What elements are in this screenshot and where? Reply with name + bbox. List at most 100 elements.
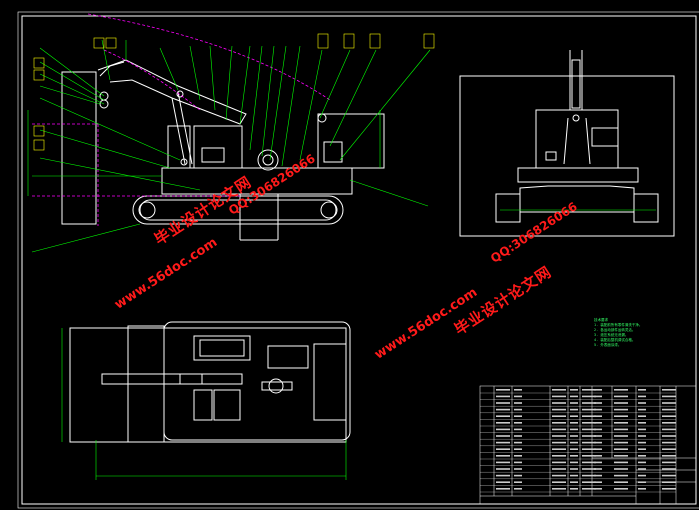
table-cell-text: [638, 468, 646, 470]
table-cell-text: [662, 389, 676, 391]
table-cell-text: [614, 455, 628, 457]
table-cell-text: [594, 461, 602, 464]
table-cell-text: [638, 422, 646, 424]
table-cell-text: [496, 468, 510, 470]
technical-notes-heading: 技术要求: [594, 318, 608, 322]
table-cell-text: [594, 389, 602, 391]
table-cell-text: [582, 408, 596, 411]
table-cell-text: [582, 474, 596, 477]
table-cell-text: [582, 428, 596, 431]
part-balloons: [33, 33, 435, 151]
table-cell-text: [496, 422, 510, 424]
table-cell-text: [552, 488, 566, 490]
table-cell-text: [614, 402, 628, 404]
table-cell-text: [594, 481, 602, 483]
side-elevation: [61, 59, 385, 241]
table-cell-text: [514, 488, 522, 490]
table-cell-text: [552, 389, 566, 391]
table-cell-text: [662, 408, 676, 411]
table-cell-text: [552, 468, 566, 470]
technical-notes: 技术要求 1. 装配前所有零件清洗干净。 2. 各运动部件运转灵活。 3. 液压…: [594, 318, 642, 348]
table-cell-text: [514, 428, 522, 431]
table-cell-text: [662, 395, 676, 398]
boom-working-range: [32, 13, 331, 226]
table-cell-text: [582, 481, 596, 483]
table-cell-text: [614, 474, 628, 477]
parts-list-rows: [480, 392, 676, 493]
table-cell-text: [662, 474, 676, 477]
part-leaders: [31, 39, 431, 253]
table-cell-text: [570, 408, 578, 411]
table-cell-text: [552, 395, 566, 398]
table-cell-text: [570, 481, 578, 483]
table-cell-text: [582, 402, 596, 404]
table-cell-text: [638, 481, 646, 483]
table-cell-text: [552, 415, 566, 417]
table-cell-text: [614, 441, 628, 444]
table-cell-text: [570, 468, 578, 470]
table-cell-text: [514, 415, 522, 417]
table-cell-text: [662, 422, 676, 424]
table-cell-text: [638, 441, 646, 444]
table-cell-text: [638, 474, 646, 477]
table-cell-text: [662, 481, 676, 483]
table-cell-text: [662, 455, 676, 457]
table-cell-text: [570, 488, 578, 490]
table-cell-text: [570, 474, 578, 477]
table-cell-text: [582, 488, 596, 490]
technical-note-line: 1. 装配前所有零件清洗干净。: [594, 323, 643, 327]
table-cell-text: [570, 448, 578, 450]
table-cell-text: [638, 448, 646, 450]
table-cell-text: [552, 461, 566, 464]
table-cell-text: [614, 468, 628, 470]
table-cell-text: [594, 422, 602, 424]
plan-view: [69, 321, 351, 443]
table-cell-text: [638, 402, 646, 404]
front-elevation: [459, 50, 675, 237]
table-cell-text: [582, 415, 596, 417]
table-cell-text: [552, 474, 566, 477]
table-cell-text: [514, 474, 522, 477]
technical-note-line: 5. 外表面涂漆。: [594, 343, 622, 347]
table-cell-text: [570, 422, 578, 424]
table-cell-text: [662, 415, 676, 417]
table-cell-text: [514, 395, 522, 398]
cab: [193, 125, 243, 169]
table-cell-text: [552, 455, 566, 457]
table-cell-text: [638, 435, 646, 437]
table-cell-text: [570, 402, 578, 404]
table-cell-text: [496, 435, 510, 437]
sheet-inner-border: [17, 11, 699, 509]
table-cell-text: [614, 395, 628, 398]
table-cell-text: [638, 455, 646, 457]
table-cell-text: [614, 408, 628, 411]
table-cell-text: [638, 461, 646, 464]
table-cell-text: [614, 415, 628, 417]
table-cell-text: [614, 448, 628, 450]
table-cell-text: [594, 474, 602, 477]
table-cell-text: [570, 415, 578, 417]
technical-note-line: 3. 液压系统无泄漏。: [594, 333, 629, 337]
table-cell-text: [514, 389, 522, 391]
table-cell-text: [496, 395, 510, 398]
table-cell-text: [582, 441, 596, 444]
table-cell-text: [594, 415, 602, 417]
table-cell-text: [638, 415, 646, 417]
table-cell-text: [552, 481, 566, 483]
table-cell-text: [552, 402, 566, 404]
table-cell-text: [552, 441, 566, 444]
plan-dimensions: [61, 328, 347, 480]
table-cell-text: [614, 488, 628, 490]
table-cell-text: [614, 389, 628, 391]
table-cell-text: [594, 441, 602, 444]
sheet-border: [21, 15, 697, 505]
table-cell-text: [662, 488, 676, 490]
table-cell-text: [594, 488, 602, 490]
table-cell-text: [552, 408, 566, 411]
table-cell-text: [552, 448, 566, 450]
table-cell-text: [514, 402, 522, 404]
table-cell-text: [662, 441, 676, 444]
table-cell-text: [570, 455, 578, 457]
table-cell-text: [496, 474, 510, 477]
